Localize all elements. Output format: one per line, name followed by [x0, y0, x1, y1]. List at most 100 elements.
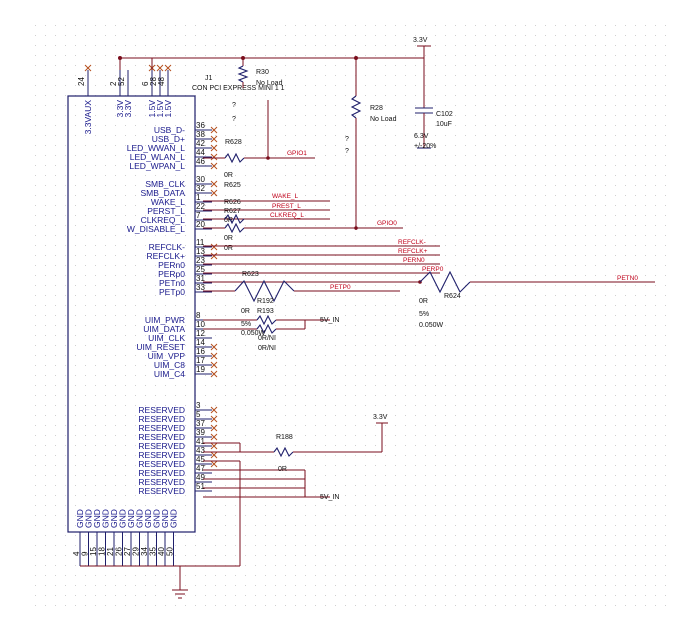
net-wake: WAKE_L: [272, 193, 299, 200]
right-pin-label-46: LED_WPAN_L: [129, 161, 185, 171]
right-pin-number-41: 41: [196, 437, 205, 446]
right-pin-label-37: RESERVED: [138, 423, 185, 433]
right-pin-label-51: RESERVED: [138, 486, 185, 496]
r624-power: 0.050W: [419, 322, 444, 329]
gnd-pin-number-50: 50: [166, 547, 175, 556]
right-pin-number-46: 46: [196, 157, 205, 166]
connector-gnd-pins: GND4GND9GND15GND18GND21GND26GND27GND29GN…: [72, 509, 179, 566]
gnd-pin-label-4: GND: [75, 509, 85, 528]
r627-ref: R627: [224, 208, 241, 215]
right-pin-number-30: 30: [196, 175, 205, 184]
r188-ref: R188: [276, 434, 293, 441]
uim-circuit: R193 0R 5V_IN 5% 0.050W 0R/NI 0R/NI: [203, 308, 339, 352]
net-perp0: PERP0: [422, 266, 444, 273]
unknown-mark-2: ?: [232, 116, 236, 123]
top-pin-number-48: 48: [157, 77, 166, 86]
gnd-pin-label-34: GND: [143, 509, 153, 528]
right-pin-label-22: PERST_L: [147, 206, 185, 216]
right-pin-label-38: USB_D+: [152, 134, 185, 144]
connector-part: CON PCI EXPRESS MINI 1 1: [192, 85, 285, 92]
r0-reserved: 0R: [278, 466, 287, 473]
r625-value: 0R: [224, 172, 233, 179]
top-pin-label-24: 3.3VAUX: [83, 100, 93, 135]
gnd-pin-label-40: GND: [160, 509, 170, 528]
right-pin-number-7: 7: [196, 211, 201, 220]
right-pin-number-16: 16: [196, 347, 205, 356]
power-rail-3v3: 3.3V: [118, 37, 431, 70]
gnd-pin-label-29: GND: [135, 509, 145, 528]
right-pin-number-11: 11: [196, 238, 205, 247]
right-pin-label-10: UIM_DATA: [143, 324, 185, 334]
gnd-pin-label-50: GND: [169, 509, 179, 528]
right-pin-label-16: UIM_VPP: [148, 351, 186, 361]
gnd-pin-label-35: GND: [152, 509, 162, 528]
gnd-pin-number-9: 9: [81, 551, 90, 556]
right-pin-label-39: RESERVED: [138, 432, 185, 442]
unknown-mark-4: ?: [345, 148, 349, 155]
right-pin-number-37: 37: [196, 419, 205, 428]
right-pin-number-19: 19: [196, 365, 205, 374]
right-pin-number-33: 33: [196, 283, 205, 292]
right-pin-number-14: 14: [196, 338, 205, 347]
right-pin-number-22: 22: [196, 202, 205, 211]
unknown-mark-1: ?: [232, 102, 236, 109]
right-pin-number-44: 44: [196, 148, 205, 157]
top-pin-label-48: 1.5V: [163, 100, 173, 118]
right-pin-number-20: 20: [196, 220, 205, 229]
right-pin-number-36: 36: [196, 121, 205, 130]
right-pin-number-17: 17: [196, 356, 205, 365]
c102-voltage: 6.3V: [414, 133, 429, 140]
right-pin-number-47: 47: [196, 464, 205, 473]
r629-value: 0R: [224, 235, 233, 242]
power-label-3v3-top: 3.3V: [413, 37, 428, 44]
top-pin-label-28: 1.5V: [155, 100, 165, 118]
right-pin-number-31: 31: [196, 274, 205, 283]
right-pin-number-38: 38: [196, 130, 205, 139]
right-pin-label-33: PETp0: [159, 287, 185, 297]
gnd-pin-label-26: GND: [118, 509, 128, 528]
gnd-pin-number-40: 40: [157, 547, 166, 556]
r627-value: 0R: [224, 217, 233, 224]
right-pin-number-49: 49: [196, 473, 205, 482]
power-label-5v-a: 5V_IN: [320, 317, 339, 324]
c102-tolerance: +/-20%: [414, 143, 436, 150]
gnd-pin-label-27: GND: [126, 509, 136, 528]
right-pin-label-45: RESERVED: [138, 459, 185, 469]
right-pin-label-20: W_DISABLE_L: [127, 224, 185, 234]
gnd-pin-label-15: GND: [92, 509, 102, 528]
r625-ref: R625: [224, 182, 241, 189]
r630-value: 0R: [224, 245, 233, 252]
gnd-pin-number-26: 26: [115, 547, 124, 556]
net-refclkp: REFCLK+: [398, 248, 428, 255]
right-pin-label-13: REFCLK+: [147, 251, 186, 261]
r624-ref: R624: [444, 293, 461, 300]
right-pin-label-32: SMB_DATA: [140, 188, 185, 198]
net-perst: PREST_L: [272, 203, 301, 210]
r28-value: No Load: [370, 116, 397, 123]
right-pin-label-44: LED_WLAN_L: [130, 152, 186, 162]
right-pin-label-3: RESERVED: [138, 405, 185, 415]
right-pin-label-8: UIM_PWR: [145, 315, 185, 325]
r193-ref: R193: [257, 308, 274, 315]
top-pin-number-28: 28: [149, 77, 158, 86]
gnd-pin-number-21: 21: [106, 547, 115, 556]
r192-power: 0.050W: [241, 330, 266, 337]
r192-percent: 5%: [241, 321, 251, 328]
right-pin-number-12: 12: [196, 329, 205, 338]
power-label-5v-b: 5V_IN: [320, 494, 339, 501]
right-pin-label-7: CLKREQ_L: [141, 215, 186, 225]
pcie-signals: REFCLK- REFCLK+ PERN0 PERP0 PETN0 R623 R…: [203, 239, 655, 329]
right-pin-label-30: SMB_CLK: [145, 179, 185, 189]
grid-background: [28, 18, 668, 612]
net-refclkn: REFCLK-: [398, 239, 426, 246]
net-gpio0: GPIO0: [377, 220, 397, 227]
top-pin-number-24: 24: [77, 77, 86, 86]
net-gpio1: GPIO1: [287, 150, 307, 157]
right-pin-number-23: 23: [196, 256, 205, 265]
top-pin-number-52: 52: [117, 77, 126, 86]
right-pin-label-36: USB_D-: [154, 125, 185, 135]
right-pin-number-3: 3: [196, 401, 201, 410]
right-pin-label-23: PERn0: [158, 260, 185, 270]
